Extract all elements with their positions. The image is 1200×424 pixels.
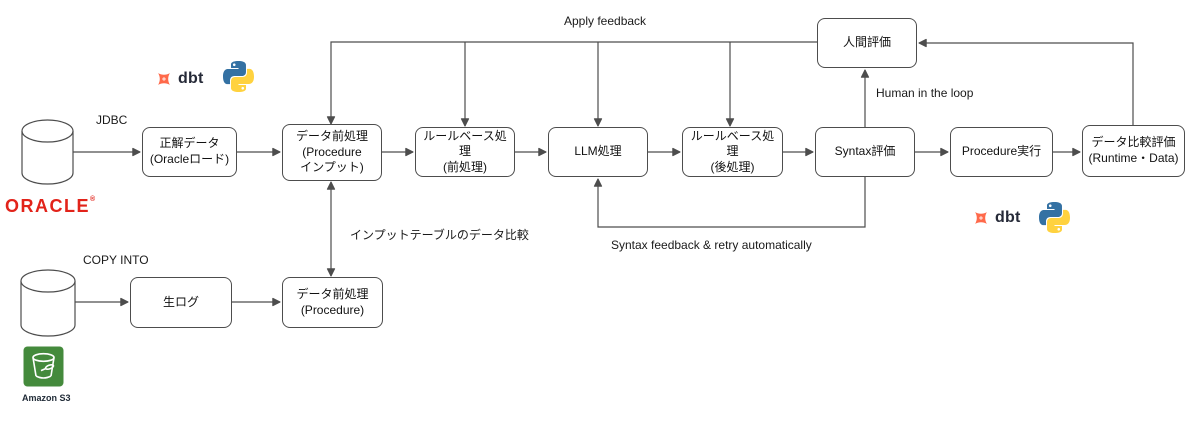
dbt-icon <box>158 73 170 85</box>
dbt-logo-top: dbt <box>155 70 203 88</box>
edge-compare-to-human <box>918 38 1134 125</box>
oracle-db-cylinder <box>21 119 74 185</box>
node-rule-post: ルールベース処理 (後処理) <box>682 127 783 177</box>
dbt-logo-bottom: dbt <box>972 209 1020 227</box>
python-icon <box>223 61 254 92</box>
edge-syntax-retry-loop <box>593 177 866 228</box>
label-copy-into: COPY INTO <box>83 253 149 267</box>
label-human-in-the-loop: Human in the loop <box>876 86 974 100</box>
node-syntax-eval: Syntax評価 <box>815 127 915 177</box>
dbt-icon <box>975 212 987 224</box>
oracle-registered-mark: ® <box>90 196 96 203</box>
dbt-logo-text: dbt <box>995 209 1021 226</box>
node-llm: LLM処理 <box>548 127 648 177</box>
s3-db-cylinder <box>20 269 76 337</box>
node-human-eval: 人間評価 <box>817 18 917 68</box>
node-rule-pre: ルールベース処理 (前処理) <box>415 127 515 177</box>
label-apply-feedback: Apply feedback <box>564 14 647 28</box>
oracle-logo: ORACLE® <box>5 196 95 217</box>
amazon-s3-logo: Amazon S3 <box>22 346 71 403</box>
node-preproc-procedure: データ前処理 (Procedure) <box>282 277 383 328</box>
label-input-table-compare: インプットテーブルのデータ比較 <box>350 228 529 242</box>
node-data-compare: データ比較評価 (Runtime・Data) <box>1082 125 1185 177</box>
oracle-logo-text: ORACLE <box>5 196 90 216</box>
python-icon <box>1039 202 1070 233</box>
label-syntax-retry: Syntax feedback & retry automatically <box>611 238 812 252</box>
node-raw-log: 生ログ <box>130 277 232 328</box>
amazon-s3-label: Amazon S3 <box>22 393 71 403</box>
amazon-s3-icon <box>23 346 63 387</box>
node-procedure-exec: Procedure実行 <box>950 127 1053 177</box>
dbt-logo-text: dbt <box>178 70 204 87</box>
node-preproc-input: データ前処理 (Procedure インプット) <box>282 124 382 181</box>
edge-feedback-main <box>326 41 817 125</box>
label-jdbc: JDBC <box>96 113 128 127</box>
node-truth-data: 正解データ (Oracleロード) <box>142 127 237 177</box>
